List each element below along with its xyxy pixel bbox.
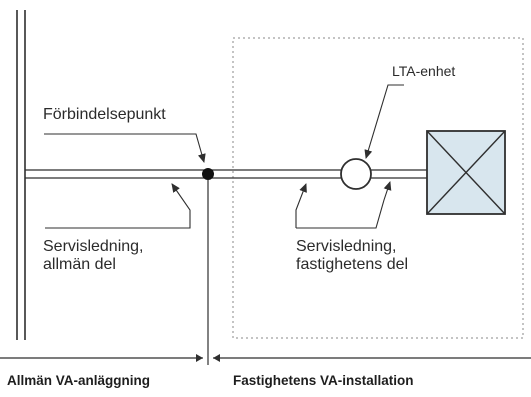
building-box: [426, 130, 506, 215]
label-lta-enhet: LTA-enhet: [392, 63, 456, 79]
label-servis-allman-line2: allmän del: [43, 256, 116, 274]
label-servis-fastighet-line2: fastighetens del: [296, 256, 409, 274]
baseline-arrow-left: [196, 354, 203, 362]
label-servis-fastighet-line1: Servisledning,: [296, 238, 397, 255]
label-servisledning-allman: Servisledning, allmän del: [43, 238, 144, 275]
baseline-arrow-right: [213, 354, 220, 362]
label-allman-va: Allmän VA-anläggning: [7, 373, 151, 388]
label-forbindelsepunkt: Förbindelsepunkt: [43, 106, 166, 123]
leader-servis-fastighet-b: [296, 181, 392, 229]
leader-servis-allman: [45, 183, 191, 229]
label-fastighetens-va: Fastighetens VA-installation: [233, 373, 414, 388]
leader-forbindelsepunkt: [44, 133, 206, 163]
label-servis-allman-line1: Servisledning,: [43, 238, 144, 255]
leader-lta: [364, 84, 404, 159]
label-servisledning-fastighet: Servisledning, fastighetens del: [296, 238, 408, 275]
lta-unit-circle: [340, 158, 372, 190]
leader-servis-fastighet-a: [295, 183, 307, 228]
connection-point-dot: [202, 168, 214, 180]
property-boundary: [232, 37, 524, 339]
